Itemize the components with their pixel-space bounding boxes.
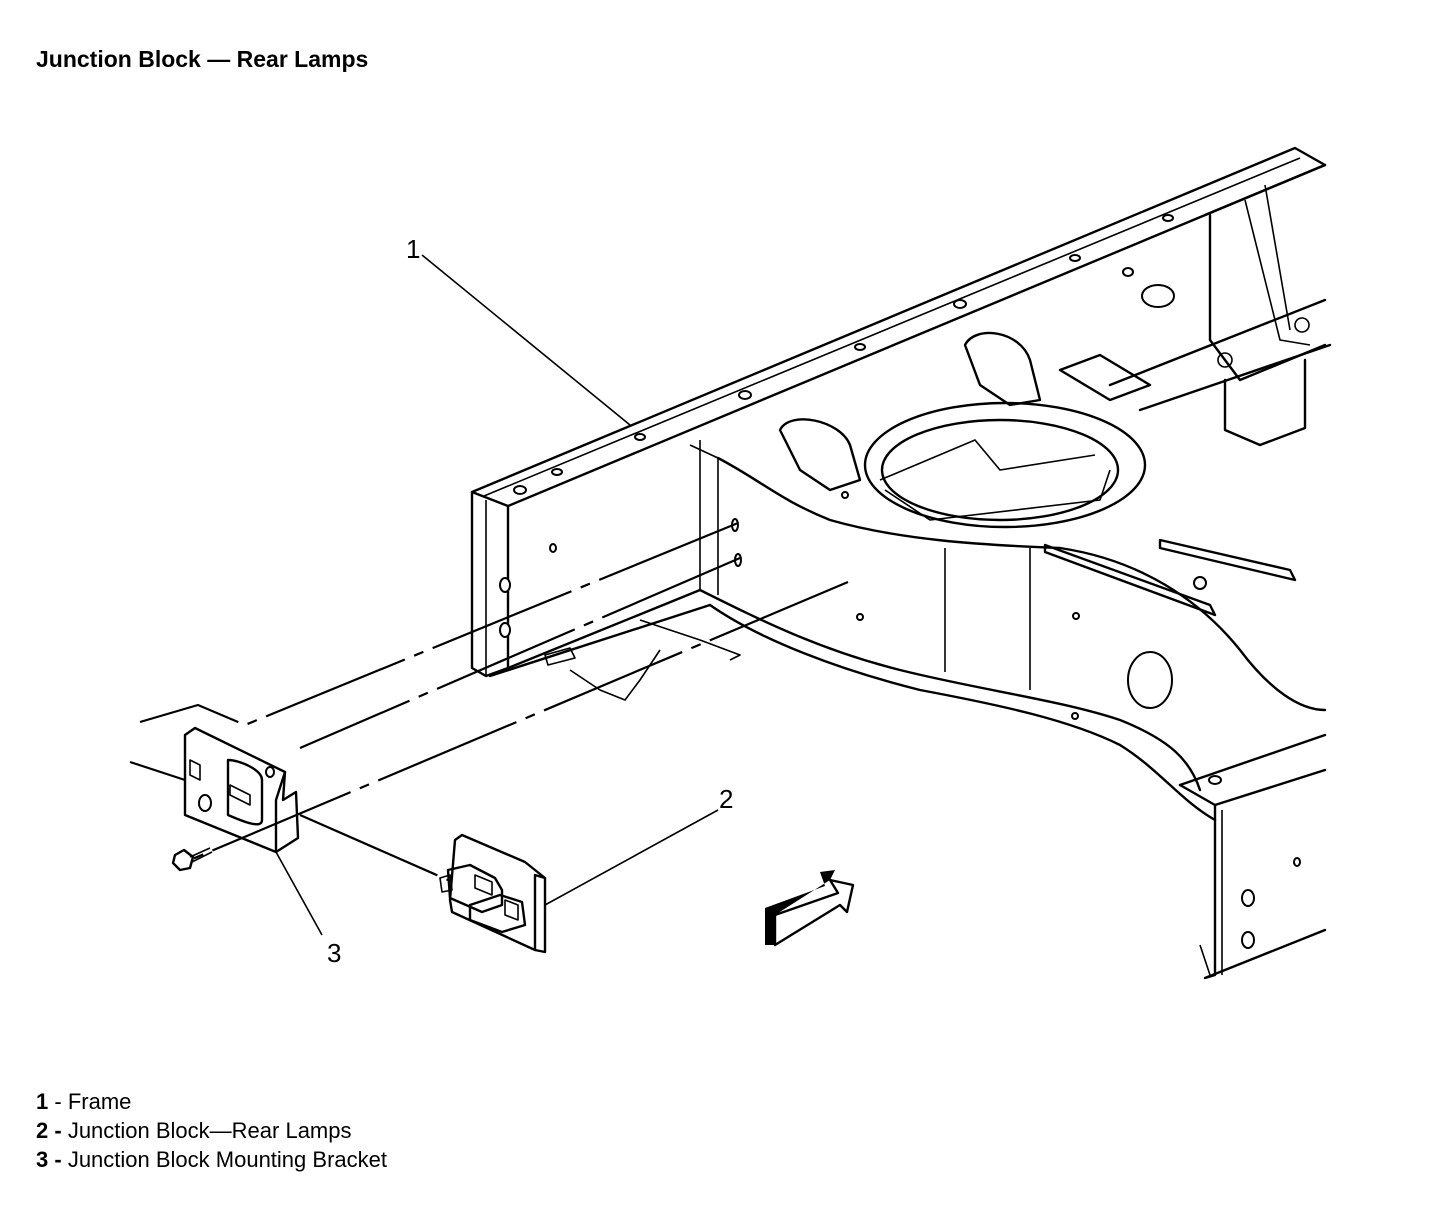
frame-part (470, 146, 1332, 980)
legend-item-junction-block: 2 - Junction Block—Rear Lamps (36, 1118, 352, 1143)
legend-item-mounting-bracket: 3 - Junction Block Mounting Bracket (36, 1147, 387, 1172)
parts-legend: 1 - Frame 2 - Junction Block—Rear Lamps … (36, 1087, 387, 1174)
callout-3: 3 (327, 938, 341, 968)
leader-lines (275, 254, 719, 936)
direction-arrow-icon (765, 870, 855, 947)
diagram-title: Junction Block — Rear Lamps (36, 46, 369, 72)
alignment-lines (129, 521, 849, 882)
junction-block-part (439, 833, 547, 954)
mounting-bracket-part (183, 726, 300, 854)
legend-item-frame: 1 - Frame (36, 1089, 132, 1114)
bolt-part (171, 847, 213, 872)
callout-2: 2 (719, 784, 733, 814)
callout-1: 1 (406, 234, 420, 264)
